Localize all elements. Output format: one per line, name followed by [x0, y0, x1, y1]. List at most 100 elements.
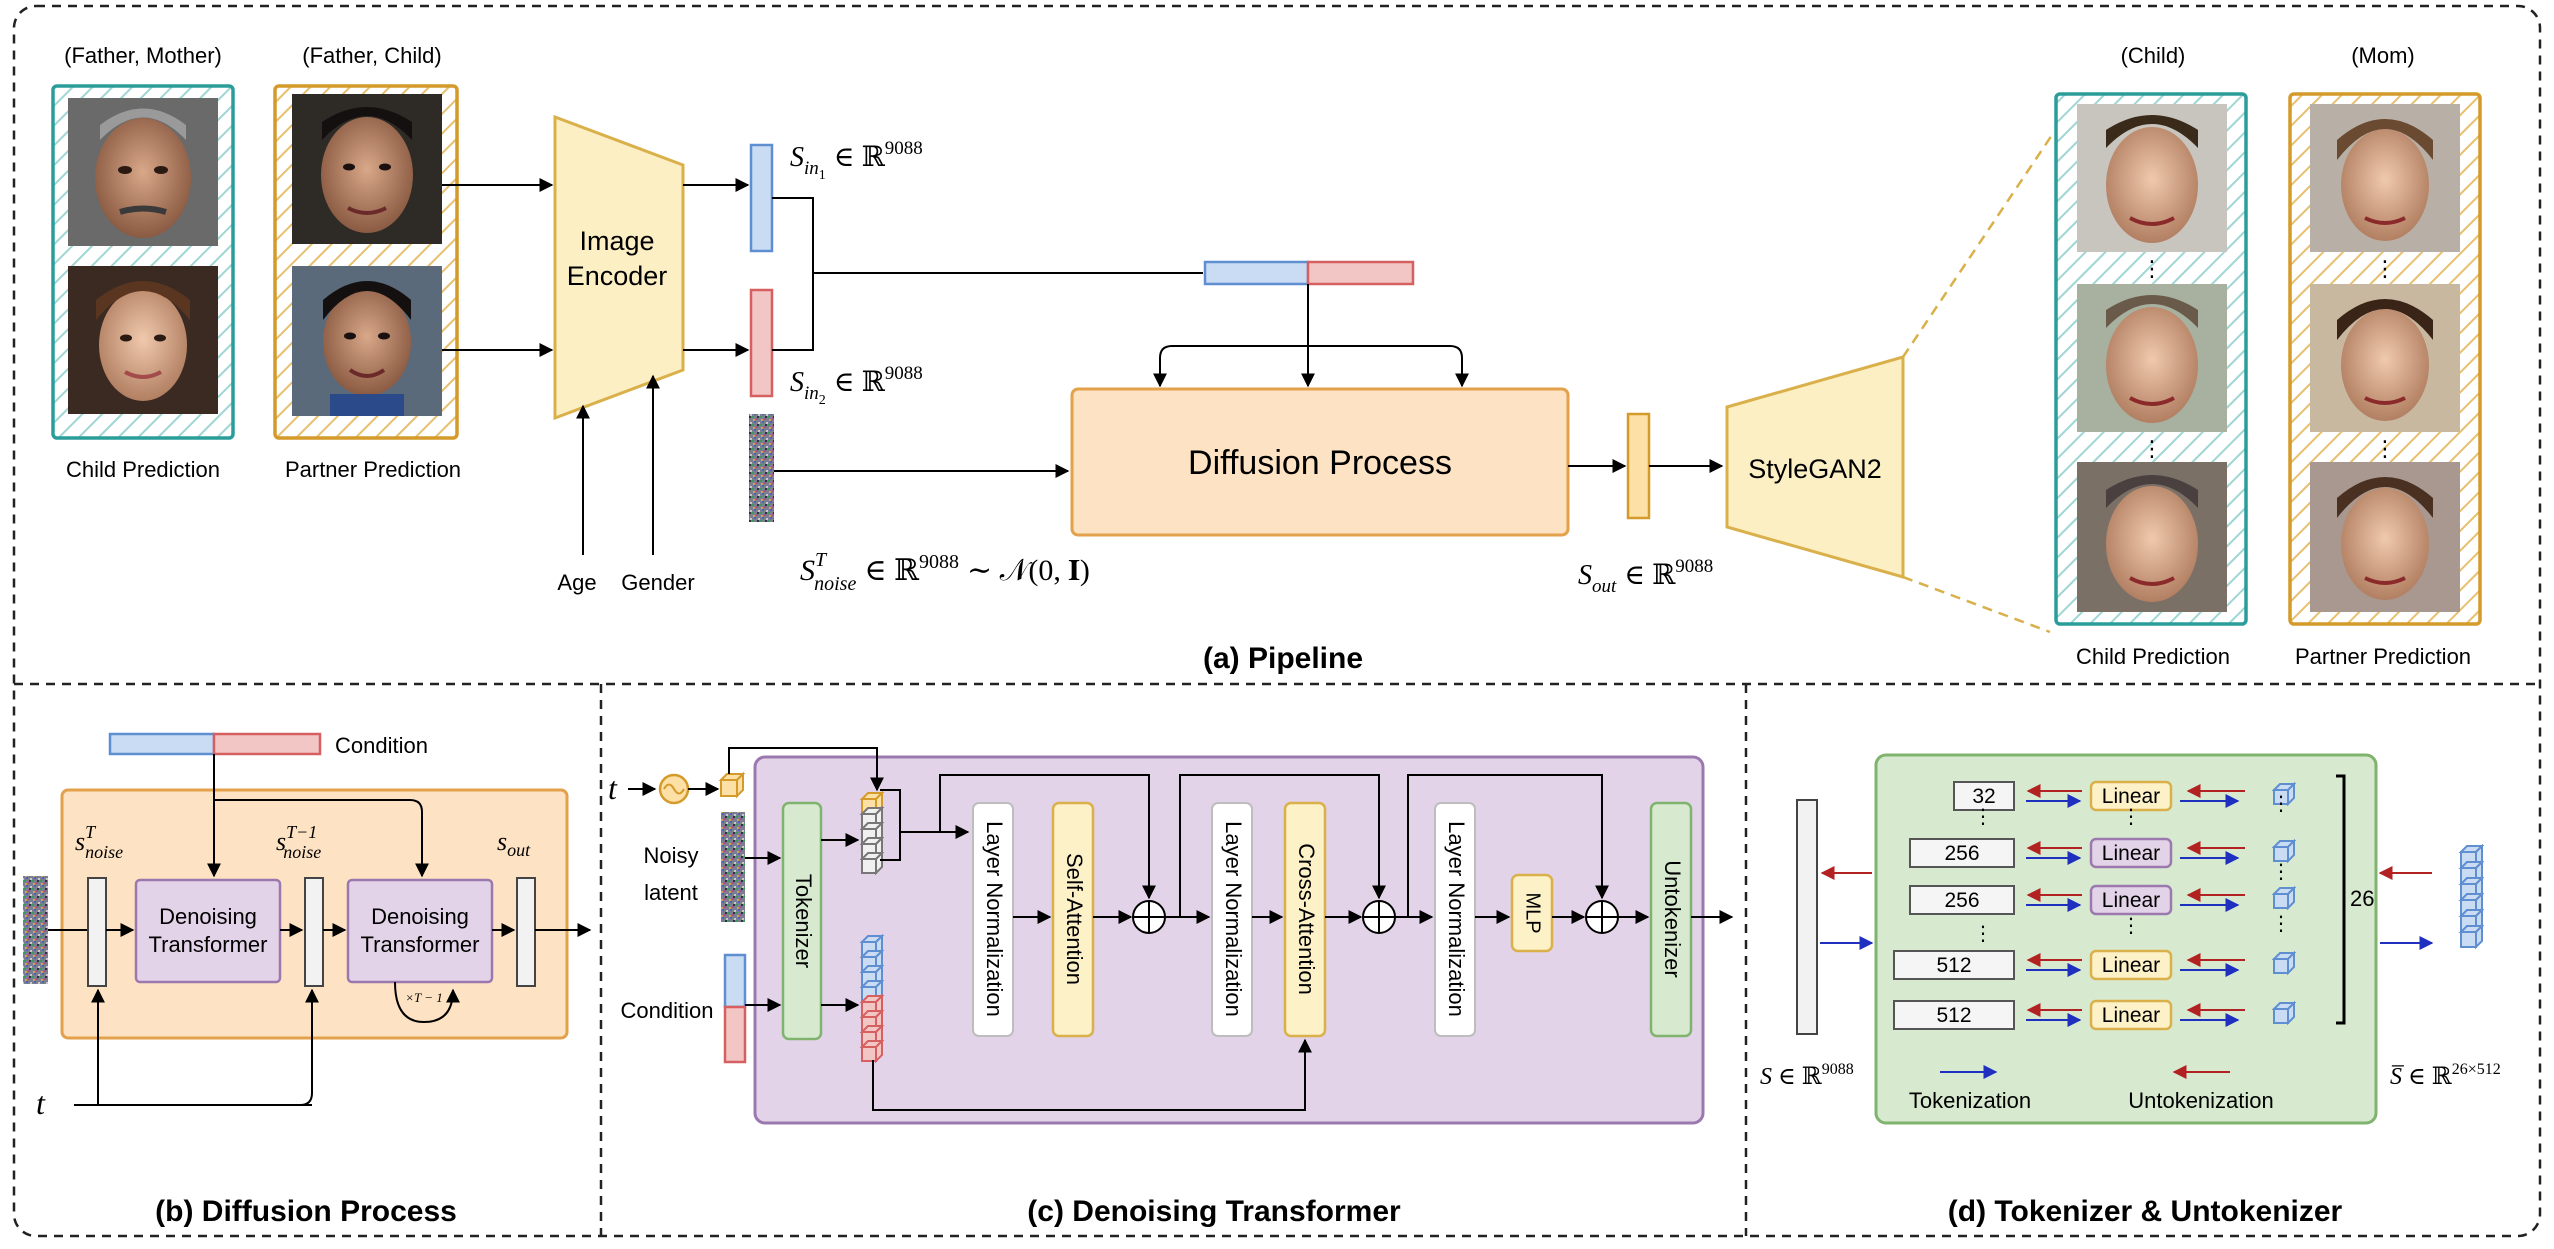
panel-borders	[12, 4, 2542, 1238]
svg-text:Transformer: Transformer	[149, 932, 268, 957]
dim-box	[1909, 885, 2015, 915]
svg-text:Untokenizer: Untokenizer	[1660, 860, 1685, 977]
ellipsis-dots: ⋮	[2271, 913, 2291, 935]
svg-text:Cross-Attention: Cross-Attention	[1294, 843, 1319, 995]
t-label-b: t	[36, 1085, 46, 1121]
loop-label: ×T − 1	[405, 990, 443, 1005]
father-child-card	[273, 84, 459, 440]
s-out-vector-b	[516, 877, 536, 987]
s-out-equation: Sout∈ ℝ9088	[1578, 556, 1713, 597]
svg-text:MLP: MLP	[1522, 892, 1544, 933]
dim-label: 512	[1936, 954, 1971, 977]
child-output-face-1	[2077, 104, 2227, 252]
residual-add-1	[1132, 900, 1166, 934]
untokenizer-block: Untokenizer	[1649, 801, 1693, 1038]
ellipsis-dots: ⋮	[2271, 861, 2291, 883]
token-cube	[2271, 781, 2297, 807]
cross-attention-block: Cross-Attention	[1283, 801, 1327, 1038]
svg-text:Layer Normalization: Layer Normalization	[982, 821, 1007, 1017]
layer-norm-2: Layer Normalization	[1211, 802, 1253, 1037]
latent-token-stack	[859, 790, 885, 876]
tokenizer-title: (d) Tokenizer & Untokenizer	[1948, 1195, 2343, 1228]
denoising-transformer-1: Denoising Transformer	[134, 878, 282, 984]
output-token-stack	[2458, 843, 2485, 950]
condition-label-b: Condition	[335, 733, 428, 758]
untokenization-legend: Untokenization	[2128, 1088, 2274, 1113]
noise-input-image	[23, 876, 48, 984]
mom-output-face-1	[2310, 104, 2460, 252]
diffusion-process-label: Diffusion Process	[1188, 444, 1452, 482]
image-encoder-label-1: Image	[579, 226, 654, 256]
dim-label: 256	[1944, 842, 1979, 865]
noisy-label: Noisy	[643, 843, 698, 868]
s-noise-t-vector	[87, 877, 107, 987]
ellipsis-dots: ⋮	[1973, 806, 1993, 828]
child-face-image	[292, 266, 442, 416]
ellipsis-dots: ⋮	[2271, 793, 2291, 815]
s-in2-equation: Sin2∈ ℝ9088	[790, 363, 923, 408]
denoising-title: (c) Denoising Transformer	[1027, 1195, 1401, 1228]
svg-text:Denoising: Denoising	[159, 904, 257, 929]
svg-text:Layer Normalization: Layer Normalization	[1444, 821, 1469, 1017]
s-in1-equation: Sin1∈ ℝ9088	[790, 138, 923, 183]
dim-box	[1893, 1000, 2015, 1030]
svg-text:⋮: ⋮	[2141, 256, 2163, 281]
noisy-latent-image	[721, 812, 745, 922]
dim-box	[1893, 950, 2015, 980]
concat-condition-vector	[1203, 260, 1415, 286]
image-encoder-label-2: Encoder	[567, 261, 668, 291]
token-cube	[2271, 950, 2297, 976]
s-in2-vector	[749, 288, 774, 398]
ellipsis-dots: ⋮	[2121, 806, 2141, 828]
father-child-label: (Father, Child)	[302, 43, 441, 68]
latent-label: latent	[644, 880, 698, 905]
residual-add-3	[1585, 900, 1619, 934]
t-label-c: t	[608, 770, 618, 806]
residual-add-2	[1362, 900, 1396, 934]
tokenizer-label: Tokenizer	[791, 874, 816, 968]
linear-layer-box	[2089, 999, 2173, 1031]
stylegan-label: StyleGAN2	[1748, 454, 1882, 484]
father-mother-label: (Father, Mother)	[64, 43, 222, 68]
token-count-label: 26	[2350, 886, 2374, 911]
father-face-image	[68, 98, 218, 246]
tokenizer-row: 256 Linear	[1909, 837, 2297, 869]
dim-box	[1953, 781, 2015, 811]
dim-label: 512	[1936, 1004, 1971, 1027]
diffusion-panel: Condition Denoising Transformer Denoisin…	[23, 732, 592, 1228]
image-encoder-block: Image Encoder	[553, 114, 685, 421]
layer-norm-3: Layer Normalization	[1434, 802, 1476, 1037]
child-output-face-3	[2077, 462, 2227, 612]
diffusion-title: (b) Diffusion Process	[155, 1195, 457, 1228]
diffusion-process-block: Diffusion Process	[1070, 387, 1570, 537]
linear-label: Linear	[2102, 785, 2160, 808]
partner-prediction-label: Partner Prediction	[285, 457, 461, 482]
token-cube	[2271, 838, 2297, 864]
linear-layer-box	[2089, 780, 2173, 812]
pipeline-title: (a) Pipeline	[1203, 642, 1363, 675]
mom-output-label: (Mom)	[2351, 43, 2415, 68]
child-prediction-output-label: Child Prediction	[2076, 644, 2230, 669]
s-vector-left	[1796, 799, 1818, 1035]
denoising-transformer-2: Denoising Transformer	[346, 878, 494, 984]
self-attention-block: Self-Attention	[1051, 801, 1095, 1038]
dim-label: 256	[1944, 889, 1979, 912]
child-prediction-label: Child Prediction	[66, 457, 220, 482]
linear-layer-box	[2089, 837, 2173, 869]
father-mother-card	[51, 84, 235, 440]
linear-label: Linear	[2102, 842, 2160, 865]
layer-norm-1: Layer Normalization	[972, 802, 1014, 1037]
time-token-cube	[718, 771, 746, 799]
condition-token-stack	[859, 933, 885, 1064]
svg-text:Layer Normalization: Layer Normalization	[1221, 821, 1246, 1017]
gender-label: Gender	[621, 570, 694, 595]
ellipsis-dots: ⋮	[1973, 923, 1993, 945]
child-output-label: (Child)	[2121, 43, 2186, 68]
s-out-label-b: sout	[497, 827, 531, 860]
linear-label: Linear	[2102, 1004, 2160, 1027]
